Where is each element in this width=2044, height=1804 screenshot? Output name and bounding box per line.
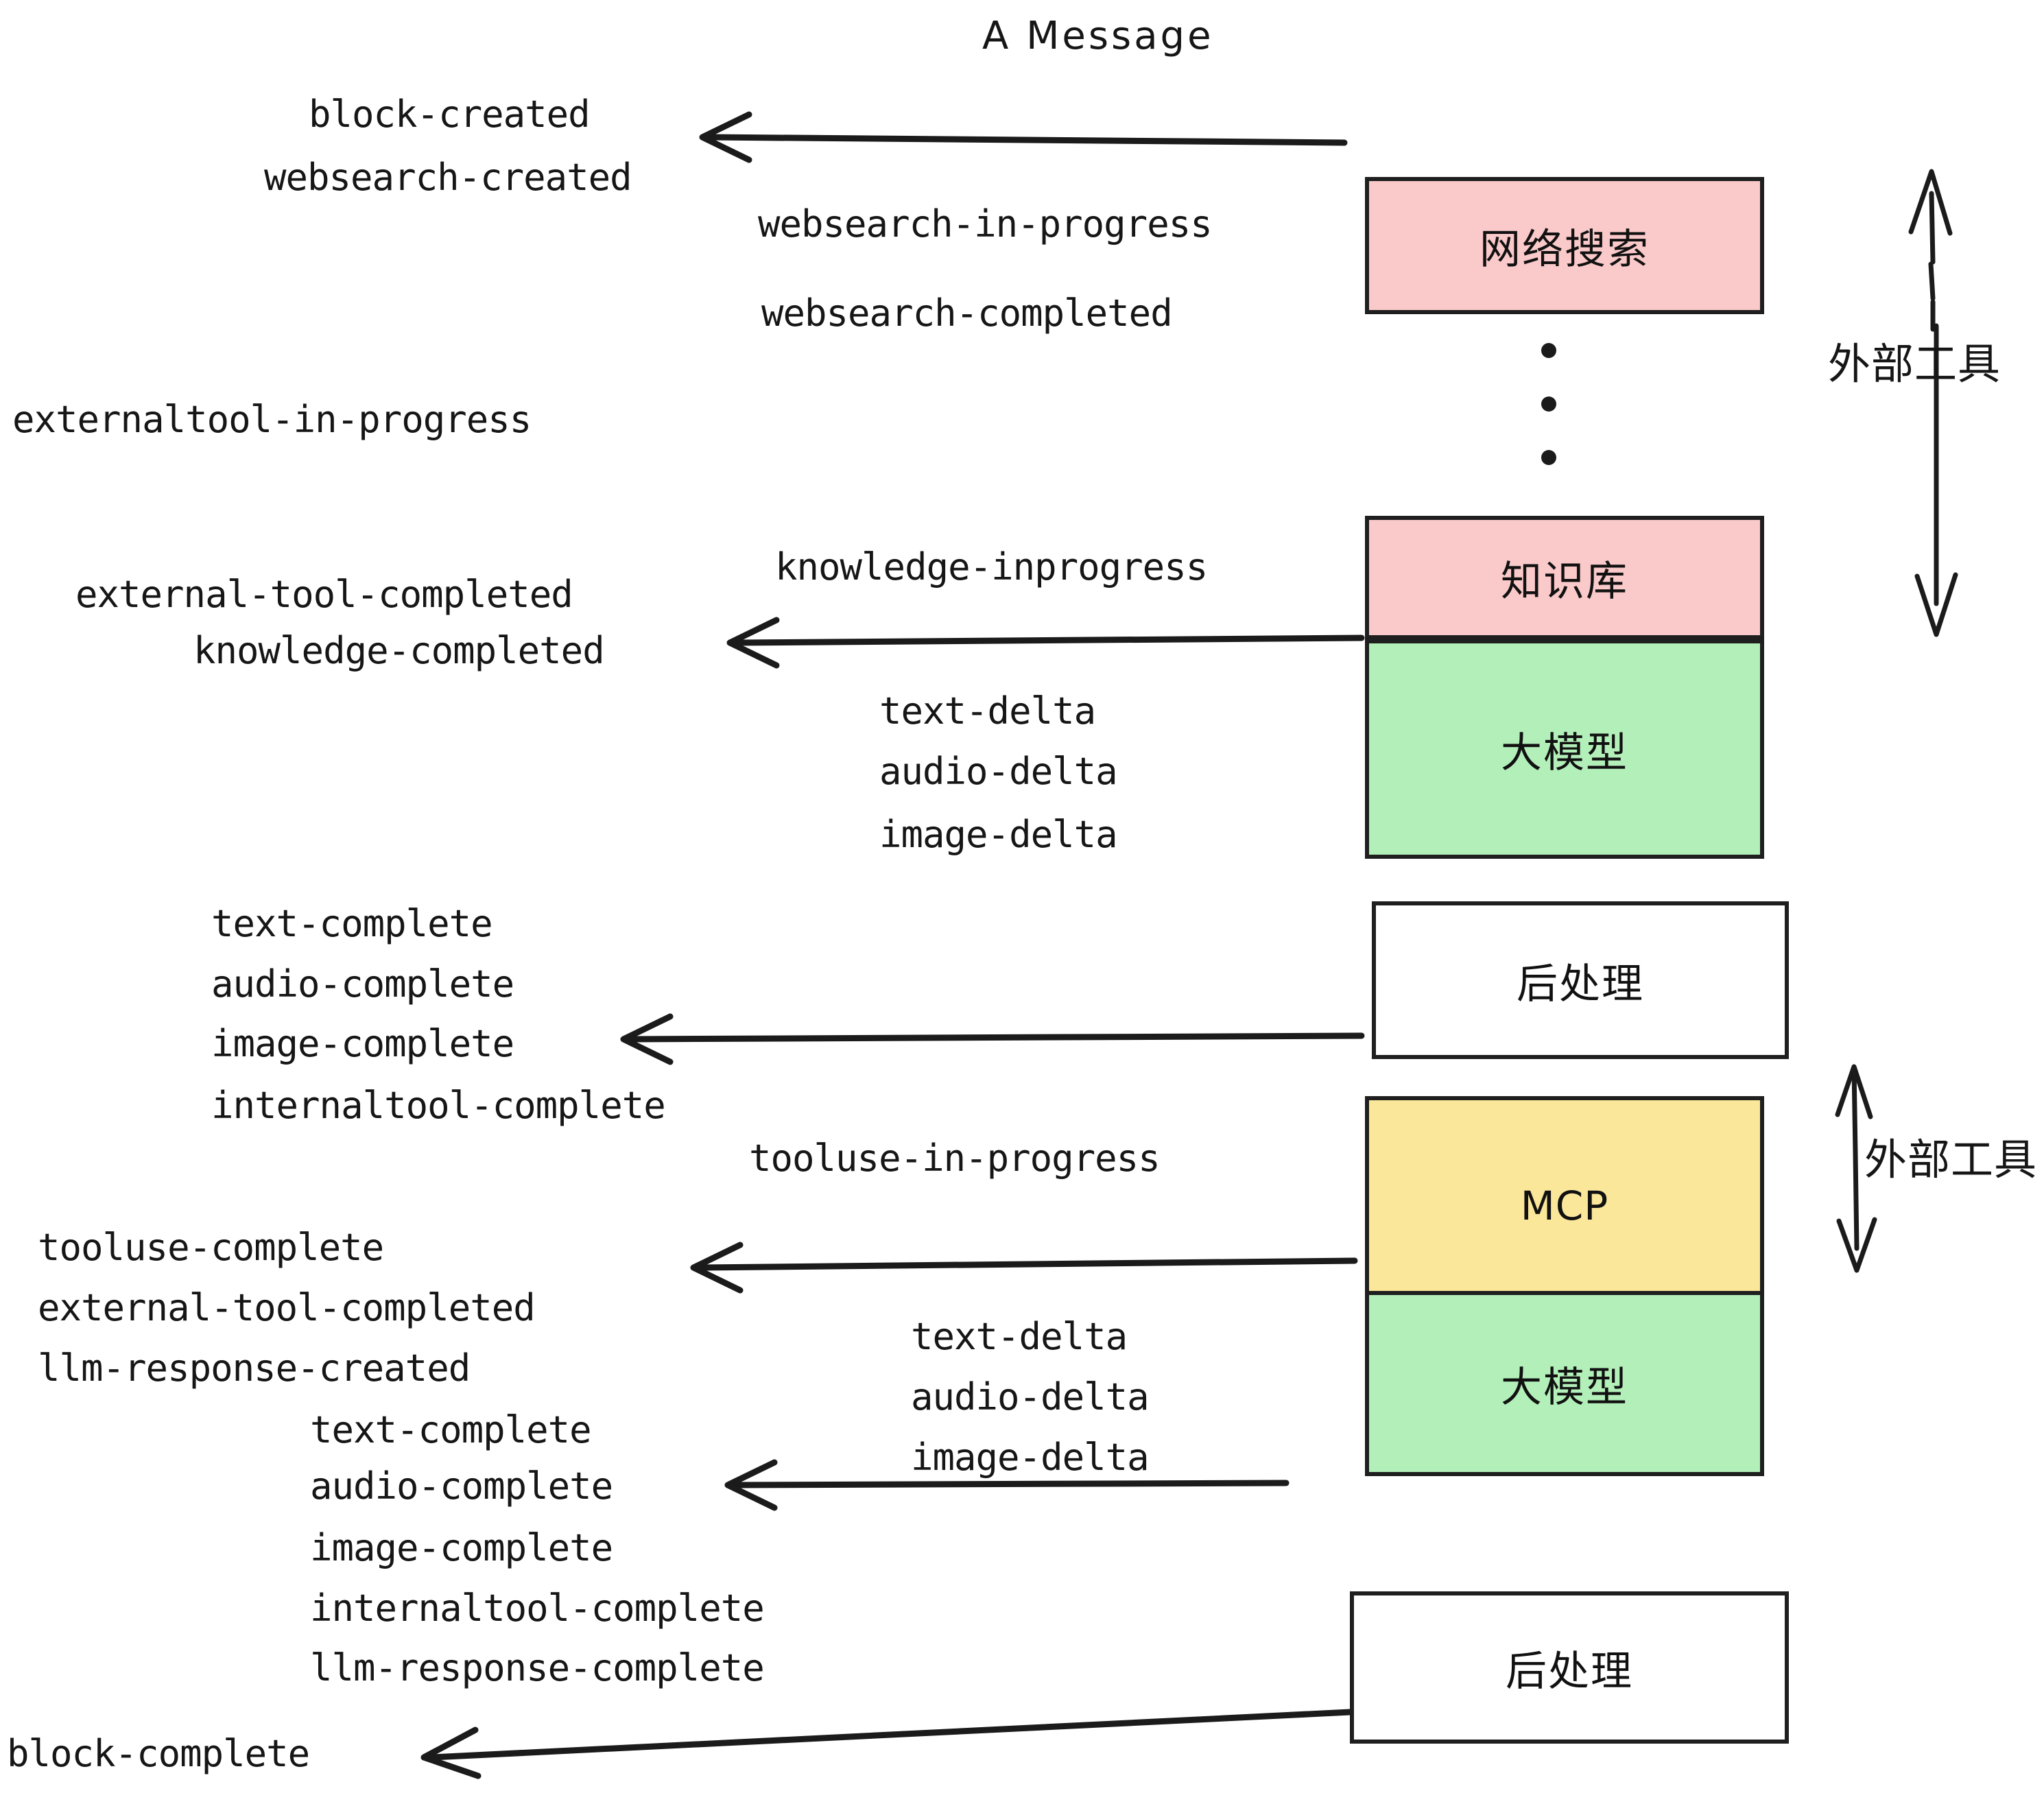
event-externaltool-in-progress: externaltool-in-progress [12,398,532,441]
box-llm-top[interactable]: 大模型 [1365,639,1764,859]
vertical-ellipsis [1541,343,1556,503]
event-tooluse-complete: tooluse-complete [38,1226,384,1269]
event-llm-response-created: llm-response-created [38,1346,471,1390]
page-title: A Message [982,14,1214,58]
arrow-postprocess-bottom-to-block-complete [420,1709,1353,1779]
event-websearch-in-progress: websearch-in-progress [758,202,1213,246]
event-external-tool-completed-1: external-tool-completed [75,573,573,616]
box-websearch[interactable]: 网络搜索 [1365,177,1764,314]
event-image-delta-2: image-delta [911,1436,1150,1479]
event-text-complete-2: text-complete [310,1408,592,1451]
arrow-websearch-to-events [699,111,1348,163]
arrow-postprocess-top-to-events [620,1013,1365,1065]
box-llm-bottom-label: 大模型 [1501,1363,1628,1412]
event-block-complete: block-complete [7,1732,310,1775]
group-label-external-tool-bottom: 外部工具 [1864,1135,2038,1185]
box-knowledge[interactable]: 知识库 [1365,516,1764,639]
event-text-complete-1: text-complete [211,902,493,945]
event-image-complete-2: image-complete [310,1526,613,1569]
group-label-external-tool-top: 外部工具 [1828,339,2001,389]
event-websearch-created: websearch-created [264,156,632,199]
box-knowledge-label: 知识库 [1501,557,1628,606]
box-mcp-label: MCP [1520,1183,1609,1229]
box-llm-bottom[interactable]: 大模型 [1365,1291,1764,1476]
box-websearch-label: 网络搜索 [1479,225,1650,274]
event-text-delta-1: text-delta [879,689,1096,733]
event-audio-complete-1: audio-complete [211,962,514,1006]
box-postprocess-top-label: 后处理 [1517,960,1644,1008]
event-tooluse-in-progress: tooluse-in-progress [749,1137,1161,1180]
ellipsis-dot [1541,396,1556,412]
event-text-delta-2: text-delta [911,1315,1128,1358]
ellipsis-dot [1541,450,1556,465]
event-knowledge-inprogress: knowledge-inprogress [775,545,1208,589]
box-llm-top-label: 大模型 [1501,728,1628,777]
box-postprocess-bottom[interactable]: 后处理 [1350,1591,1789,1744]
arrow-knowledge-to-events [726,617,1365,669]
box-mcp[interactable]: MCP [1365,1096,1764,1316]
event-internaltool-complete-2: internaltool-complete [310,1587,765,1630]
event-internaltool-complete-1: internaltool-complete [211,1084,666,1127]
event-audio-delta-1: audio-delta [879,750,1118,793]
event-audio-delta-2: audio-delta [911,1375,1150,1419]
event-image-delta-1: image-delta [879,813,1118,856]
event-knowledge-completed: knowledge-completed [193,629,605,672]
event-llm-response-complete: llm-response-complete [310,1646,765,1689]
arrow-mcp-to-events [690,1242,1358,1294]
event-block-created: block-created [309,93,591,136]
event-websearch-completed: websearch-completed [761,292,1173,335]
ellipsis-dot [1541,343,1556,358]
external-tool-top-bracket [1908,169,1958,637]
event-audio-complete-2: audio-complete [310,1464,613,1508]
event-external-tool-completed-2: external-tool-completed [38,1286,536,1329]
box-postprocess-top[interactable]: 后处理 [1372,901,1789,1059]
box-postprocess-bottom-label: 后处理 [1506,1647,1633,1696]
event-image-complete-1: image-complete [211,1022,514,1065]
